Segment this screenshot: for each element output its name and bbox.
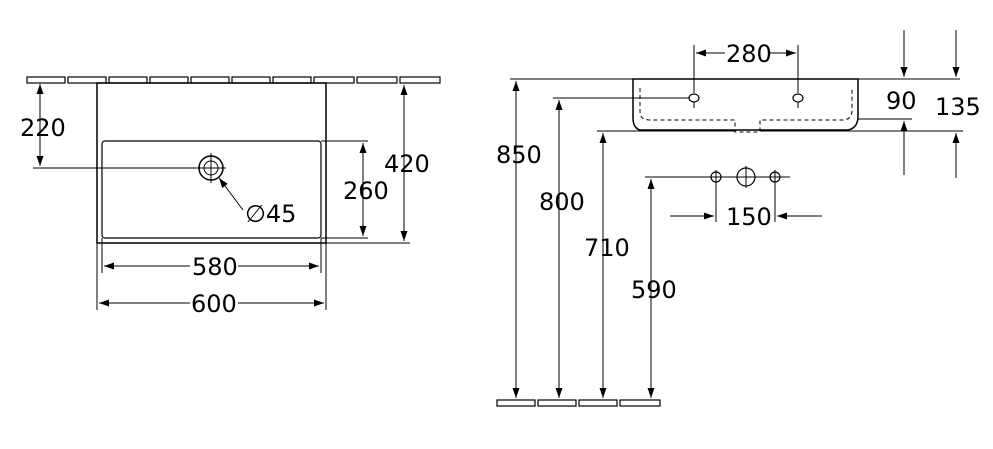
side-view: 280 90 135 850 800 710 590 [496,30,981,407]
connection-spacing-label: 150 [726,203,772,231]
front-height-label: 90 [886,87,917,115]
floor-band [496,399,661,407]
bowl-width-label: 580 [192,253,238,281]
connection-height-label: 590 [631,276,677,304]
basin-outline [96,82,327,244]
hole-diameter-label: ∅45 [245,200,296,228]
back-height-label: 135 [935,93,981,121]
drain-hole [196,153,226,183]
tap-hole-height-label: 800 [539,188,585,216]
plan-view: 220 420 260 ∅45 580 600 [20,76,441,318]
connection-symbols [710,166,781,188]
bowl-bottom-height-label: 710 [584,234,630,262]
overall-depth-label: 420 [384,150,430,178]
overall-width-label: 600 [191,290,237,318]
depth-to-hole-label: 220 [20,114,66,142]
basin-profile [632,78,859,133]
bowl-depth-label: 260 [343,177,389,205]
bowl-outline [101,140,322,239]
tap-spacing-label: 280 [726,40,772,68]
rim-height-label: 850 [496,141,542,169]
wall-band-top [26,76,441,84]
